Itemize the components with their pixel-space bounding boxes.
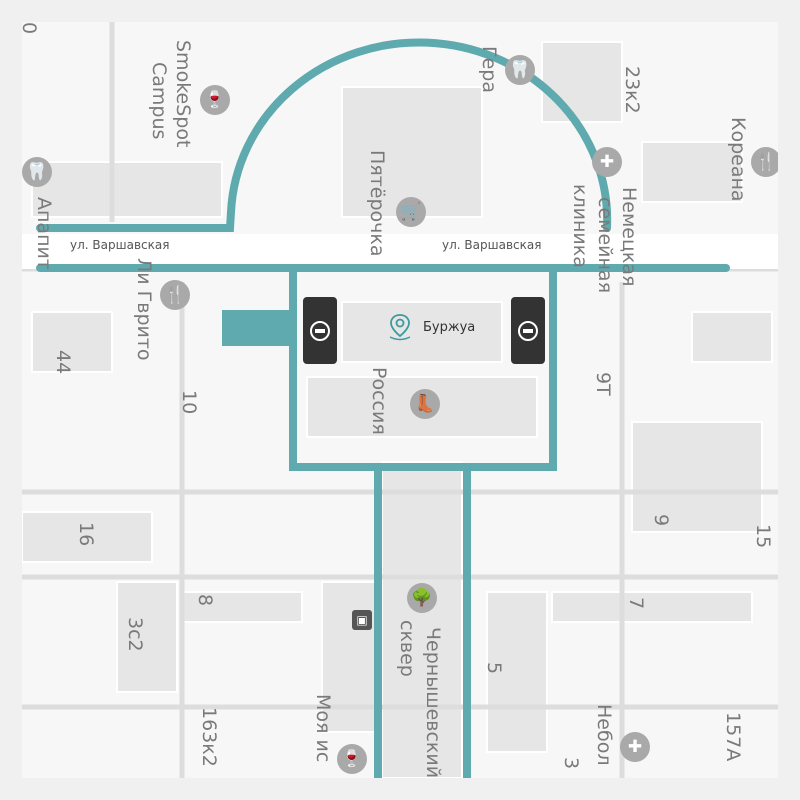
bar-icon[interactable]: 🍷 xyxy=(337,744,367,774)
restaurant-icon[interactable]: 🍴 xyxy=(160,280,190,310)
route-arc xyxy=(36,38,612,232)
map-label: Россия xyxy=(368,367,390,435)
building xyxy=(631,421,763,533)
map-base xyxy=(22,22,778,778)
map-label: Моя ис xyxy=(312,694,334,763)
map-label: 8 xyxy=(194,594,216,607)
map-label: клиника xyxy=(569,184,591,268)
park-icon[interactable]: 🌳 xyxy=(407,583,437,613)
building xyxy=(341,301,503,363)
map-label: 23к2 xyxy=(621,66,643,114)
building xyxy=(22,511,153,563)
map-label: 157А xyxy=(722,712,744,762)
building xyxy=(641,141,743,203)
building xyxy=(31,311,113,373)
park xyxy=(381,461,463,778)
building xyxy=(31,161,223,218)
no-entry-icon[interactable] xyxy=(303,297,337,364)
street-label: ул. Варшавская xyxy=(442,238,542,252)
map-label: Апапит xyxy=(33,197,55,270)
map-label: Ли Гврито xyxy=(133,258,155,361)
map-label: Пятёрочка xyxy=(366,150,388,257)
bar-icon[interactable]: 🍷 xyxy=(200,85,230,115)
map-label: 16 xyxy=(75,522,97,547)
route-stub xyxy=(222,310,294,346)
dentist-icon[interactable]: 🦷 xyxy=(22,157,52,187)
bus-stop-icon[interactable]: ▣ xyxy=(352,610,372,630)
building xyxy=(541,41,623,123)
restaurant-icon[interactable]: 🍴 xyxy=(751,147,778,177)
map-label: Campus xyxy=(148,62,170,140)
map-label: Гера xyxy=(478,46,500,93)
shoe-store-icon[interactable]: 👢 xyxy=(410,389,440,419)
building xyxy=(116,581,178,693)
no-entry-icon[interactable] xyxy=(511,297,545,364)
map-label: Кореана xyxy=(727,117,749,202)
dentist-icon[interactable]: 🦷 xyxy=(505,55,535,85)
map-canvas[interactable]: ул. Варшавская ул. Варшавская SmokeSpot … xyxy=(22,22,778,778)
map-label: 5 xyxy=(483,662,505,675)
map-label: 9 xyxy=(650,514,672,527)
route-rect xyxy=(289,264,557,471)
location-pin-icon xyxy=(389,314,411,341)
map-label: 0 xyxy=(22,22,40,34)
venue-name: Буржуа xyxy=(423,319,476,335)
map-label: 44 xyxy=(52,350,74,375)
map-label: Небол xyxy=(593,704,615,766)
map-label: 3 xyxy=(560,757,582,770)
clinic-icon[interactable]: ✚ xyxy=(620,732,650,762)
clinic-icon[interactable]: ✚ xyxy=(592,147,622,177)
building xyxy=(551,591,753,623)
map-label: семейная xyxy=(594,197,616,294)
venue-marker[interactable]: Буржуа xyxy=(387,312,475,342)
map-label: сквер xyxy=(396,620,418,677)
map-label: 15 xyxy=(752,524,774,549)
map-label: 7 xyxy=(625,597,647,610)
map-label: Немецкая xyxy=(618,187,640,287)
map-label: Чернышевский xyxy=(422,627,444,778)
map-label: 163к2 xyxy=(198,707,220,767)
map-label: 10 xyxy=(178,390,200,415)
map-label: 3с2 xyxy=(124,617,146,652)
route-lines xyxy=(36,38,730,778)
building xyxy=(486,591,548,753)
building xyxy=(341,86,483,218)
street-label: ул. Варшавская xyxy=(70,238,170,252)
building xyxy=(691,311,773,363)
map-label: SmokeSpot xyxy=(172,40,194,148)
shop-icon[interactable]: 🛒 xyxy=(396,197,426,227)
building xyxy=(181,591,303,623)
map-label: 9Т xyxy=(592,372,614,396)
